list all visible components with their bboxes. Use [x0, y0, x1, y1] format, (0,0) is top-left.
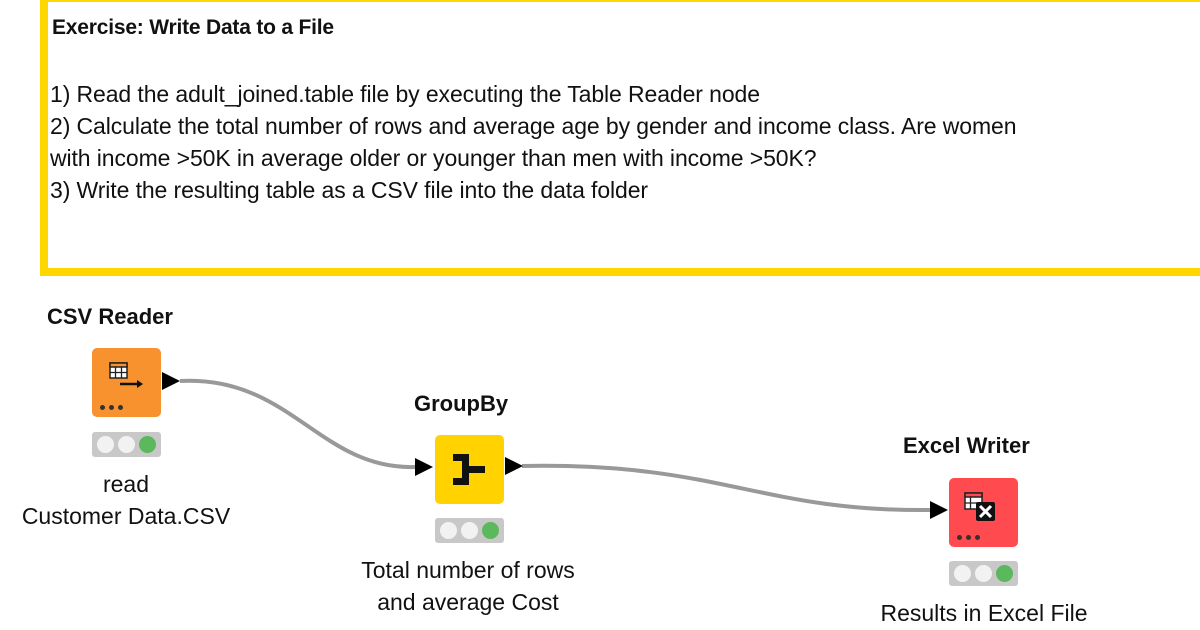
table-arrow-icon: [109, 362, 143, 388]
workflow-annotation[interactable]: Exercise: Write Data to a File 1) Read t…: [40, 0, 1200, 276]
node-description-line: Total number of rows: [361, 557, 575, 583]
node-description-line: read: [102, 471, 150, 497]
node-menu-dots-icon: [957, 535, 980, 540]
connection-csv-to-groupby[interactable]: [179, 378, 416, 470]
node-csv-reader[interactable]: [92, 348, 161, 417]
groupby-bracket-icon: [453, 454, 485, 485]
table-excel-icon: [964, 492, 995, 521]
node-title-csv-reader[interactable]: CSV Reader: [47, 304, 173, 329]
node-groupby[interactable]: [435, 435, 504, 504]
node-menu-dots-icon: [100, 405, 123, 410]
node-title-groupby[interactable]: GroupBy: [414, 391, 509, 416]
status-indicator-csv-reader: [92, 432, 161, 457]
node-description-groupby[interactable]: Total number of rows and average Cost: [330, 554, 606, 618]
node-excel-writer[interactable]: [949, 478, 1018, 547]
annotation-body: 1) Read the adult_joined.table file by e…: [50, 78, 1017, 206]
node-description-line: and average Cost: [377, 589, 559, 615]
node-description-csv-reader[interactable]: read Customer Data.CSV: [0, 468, 252, 532]
annotation-line: 2) Calculate the total number of rows an…: [50, 113, 1017, 139]
annotation-line: 1) Read the adult_joined.table file by e…: [50, 81, 760, 107]
output-port-groupby[interactable]: [505, 457, 523, 475]
node-title-excel-writer[interactable]: Excel Writer: [903, 433, 1030, 458]
status-indicator-groupby: [435, 518, 504, 543]
node-description-line: Results in Excel File: [880, 600, 1088, 626]
output-port-csv-reader[interactable]: [162, 372, 180, 390]
connection-groupby-to-excel[interactable]: [521, 463, 931, 513]
input-port-excel-writer[interactable]: [930, 501, 948, 519]
annotation-line: with income >50K in average older or you…: [50, 145, 817, 171]
node-description-line: Customer Data.CSV: [21, 503, 231, 529]
input-port-groupby[interactable]: [415, 458, 433, 476]
annotation-line: 3) Write the resulting table as a CSV fi…: [50, 177, 648, 203]
node-description-excel-writer[interactable]: Results in Excel File: [846, 597, 1122, 629]
annotation-title: Exercise: Write Data to a File: [52, 16, 334, 39]
status-indicator-excel-writer: [949, 561, 1018, 586]
